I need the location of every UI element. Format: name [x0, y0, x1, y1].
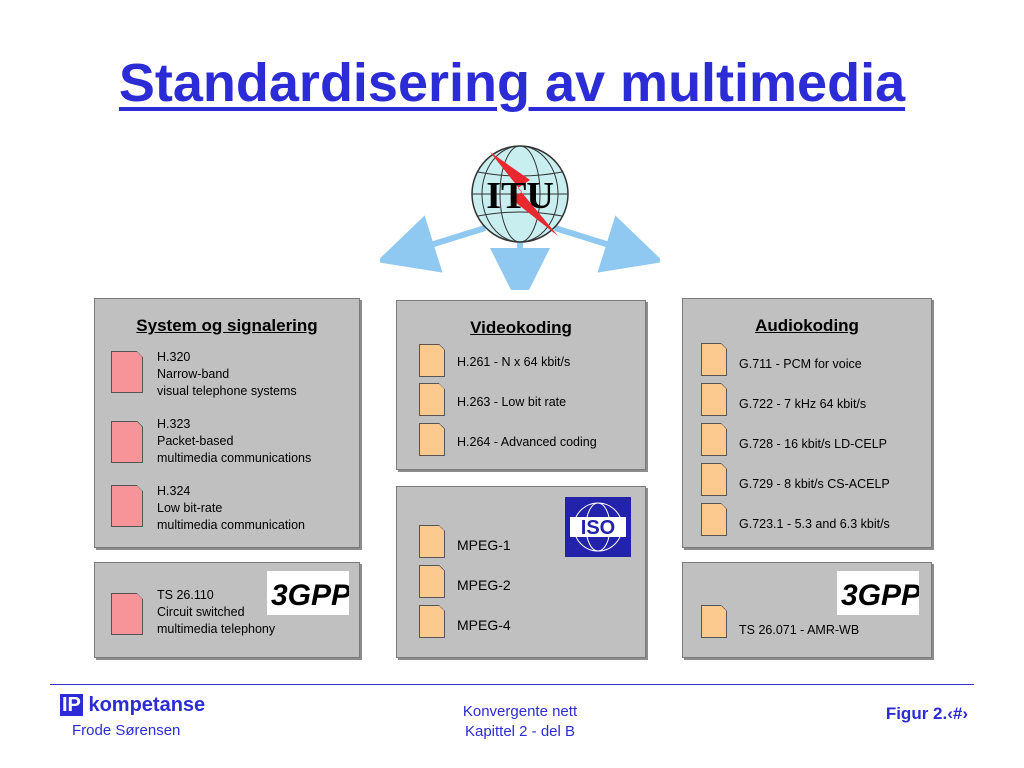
iso-logo: ISO: [565, 497, 631, 557]
arrow-right: [554, 215, 660, 273]
document-icon: [111, 421, 143, 463]
document-icon: [111, 351, 143, 393]
video-item: H.264 - Advanced coding: [457, 435, 597, 449]
mpeg-item: MPEG-2: [457, 577, 511, 593]
audio-3gpp-panel: 3GPP TS 26.071 - AMR-WB: [682, 562, 932, 658]
document-icon: [701, 605, 727, 638]
3gpp-logo: 3GPP: [267, 571, 352, 615]
document-icon: [701, 423, 727, 456]
document-icon: [419, 383, 445, 416]
footer-brand: IP kompetanse: [60, 694, 205, 717]
svg-text:3GPP: 3GPP: [271, 579, 349, 612]
system-heading: System og signalering: [136, 316, 318, 335]
video-item: H.261 - N x 64 kbit/s: [457, 355, 571, 369]
mpeg-panel: ISO MPEG-1 MPEG-2 MPEG-4: [396, 486, 646, 658]
svg-text:3GPP: 3GPP: [841, 579, 919, 612]
video-item: H.263 - Low bit rate: [457, 395, 567, 409]
3gpp-logo: 3GPP: [837, 571, 922, 615]
document-icon: [419, 525, 445, 558]
slide-title: Standardisering av multimedia: [118, 53, 906, 113]
footer-divider: [50, 684, 974, 685]
mpeg-item: MPEG-1: [457, 537, 511, 553]
audio-item: G.729 - 8 kbit/s CS-ACELP: [739, 477, 890, 491]
document-icon: [419, 344, 445, 377]
document-icon: [701, 343, 727, 376]
globe-icon: [471, 145, 569, 243]
video-panel: Videokoding H.261 - N x 64 kbit/s H.263 …: [396, 300, 646, 470]
audio-3gpp-item: TS 26.071 - AMR-WB: [739, 623, 860, 637]
document-icon: [701, 503, 727, 536]
document-icon: [701, 383, 727, 416]
itu-diagram: ITU: [380, 145, 660, 290]
document-icon: [419, 605, 445, 638]
audio-item: G.728 - 16 kbit/s LD-CELP: [739, 437, 887, 451]
brand-name: kompetanse: [88, 694, 206, 716]
footer-center: Konvergente nett Kapittel 2 - del B: [462, 703, 578, 740]
document-icon: [701, 463, 727, 496]
video-heading: Videokoding: [470, 318, 572, 337]
ip-badge: IP: [60, 694, 83, 716]
mpeg-item: MPEG-4: [457, 617, 511, 633]
document-icon: [419, 423, 445, 456]
footer-figure: Figur 2.‹#›: [885, 704, 968, 723]
audio-item: G.723.1 - 5.3 and 6.3 kbit/s: [739, 517, 890, 531]
audio-heading: Audiokoding: [755, 316, 859, 335]
arrow-left: [380, 215, 486, 273]
audio-panel: Audiokoding G.711 - PCM for voice G.722 …: [682, 298, 932, 548]
svg-text:ISO: ISO: [581, 517, 615, 539]
document-icon: [111, 593, 143, 635]
footer-author: Frode Sørensen: [72, 722, 181, 739]
audio-item: G.711 - PCM for voice: [739, 357, 862, 371]
document-icon: [111, 485, 143, 527]
itu-logo: ITU: [486, 175, 554, 217]
document-icon: [419, 565, 445, 598]
audio-item: G.722 - 7 kHz 64 kbit/s: [739, 397, 867, 411]
